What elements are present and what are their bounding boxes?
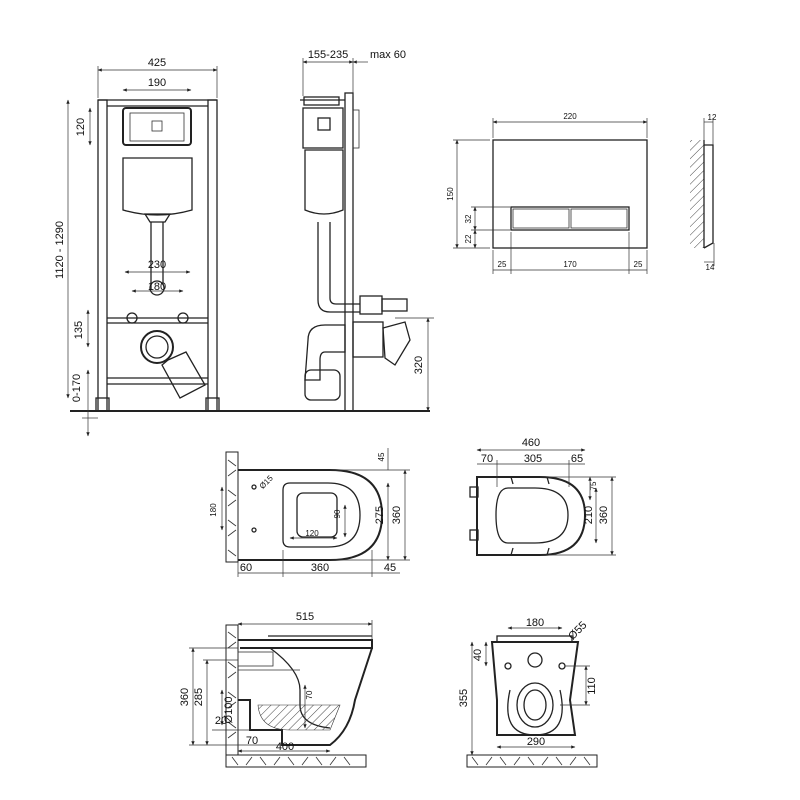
dim-top-offset: 120	[75, 118, 87, 136]
dim-bolt-spacing: 180	[209, 503, 218, 517]
dim-bowl-height: 360	[179, 688, 191, 706]
dim-bowl-overall-length: 515	[296, 611, 314, 623]
dim-rear-height: 355	[458, 689, 470, 707]
flush-plate-side	[703, 144, 714, 249]
dim-wall-offset: 60	[240, 562, 252, 574]
floor-section-rear	[466, 754, 598, 768]
dim-plate-width: 220	[563, 112, 577, 121]
dim-outlet-offset: 70	[246, 735, 258, 747]
dim-seat-top-offset: 75	[589, 481, 598, 490]
dim-outlet-diameter: Ø100	[223, 697, 235, 724]
dim-rear-outlet-height: 110	[586, 677, 598, 695]
dim-seat-overall-width: 360	[598, 506, 610, 524]
dim-inner-width: 90	[333, 509, 342, 518]
bowl-side-view: 515 360 285 Ø100 70 20 70 400	[179, 611, 373, 768]
dim-frame-depth: 155-235	[308, 49, 348, 61]
dim-margin-right: 25	[634, 260, 643, 269]
dim-plate-thickness-bottom: 14	[706, 263, 715, 272]
flush-buttons	[510, 206, 630, 231]
dim-plate-height: 150	[446, 187, 455, 201]
dim-frame-width: 425	[148, 57, 166, 69]
cistern-side	[304, 149, 344, 215]
dim-seat-length: 460	[522, 437, 540, 449]
seat-outline	[476, 476, 587, 556]
bowl-top-inner	[282, 482, 361, 548]
dim-inner-length: 275	[374, 506, 386, 524]
dim-rear-inlet-diameter: Ø55	[566, 619, 589, 642]
dim-outlet-bottom: 20	[215, 715, 227, 727]
dim-wall-gap: max 60	[370, 49, 406, 61]
frame-right-post	[207, 99, 218, 412]
dim-outlet-spacing: 180	[148, 281, 166, 293]
dim-inner-offset: 120	[305, 529, 319, 538]
dim-seat-hinge-span: 305	[524, 453, 542, 465]
seat-opening	[495, 487, 569, 544]
dim-button-bottom: 22	[464, 234, 473, 243]
dim-button-width: 170	[563, 260, 577, 269]
bowl-side-outline	[238, 647, 373, 746]
inlet-pipe	[149, 280, 165, 296]
dim-bowl-length: 360	[311, 562, 329, 574]
floor-section	[225, 754, 367, 768]
dim-outlet-height-side: 70	[305, 690, 314, 699]
dim-base-length: 400	[276, 741, 294, 753]
flush-plate-view: 220 150 32 22 25 170 25 12 14	[446, 112, 717, 274]
frame-front-view: 425 190 120 1120 - 1290 230 180 135 0-17…	[54, 57, 430, 437]
dim-panel-width: 190	[148, 77, 166, 89]
bowl-rear-outline	[490, 641, 580, 736]
dim-seat-left-offset: 70	[481, 453, 493, 465]
frame-left-post	[97, 99, 108, 412]
dim-hole-diameter: Ø15	[258, 473, 275, 490]
bowl-top-view: Ø15 180 90 120 275 360 45 60 360 45	[209, 448, 410, 577]
dim-rim-offset: 45	[384, 562, 396, 574]
dim-rear-base-width: 290	[527, 736, 545, 748]
cistern	[122, 157, 193, 216]
flush-panel-opening	[122, 107, 192, 146]
dim-frame-height: 1120 - 1290	[54, 221, 66, 279]
dim-button-height: 32	[464, 214, 473, 223]
dim-foot-adjust: 0-170	[71, 374, 83, 402]
flush-plate-outline	[492, 139, 648, 249]
dim-margin-left: 25	[498, 260, 507, 269]
outlet-ring	[140, 330, 174, 364]
dim-rear-bolt-spacing: 180	[526, 617, 544, 629]
seat-side	[238, 639, 373, 649]
dim-plate-thickness-top: 12	[708, 113, 717, 122]
bowl-top-outline	[238, 469, 384, 561]
dim-inlet-height: 285	[193, 688, 205, 706]
dim-outlet-height: 135	[73, 321, 85, 339]
wall-section	[344, 92, 354, 412]
dim-rear-bolt-height: 40	[472, 649, 484, 661]
dim-seat-inner-width: 210	[583, 506, 595, 524]
fixing-bolt-left	[126, 312, 138, 324]
dim-depth-top: 45	[377, 452, 386, 461]
dim-seat-right-offset: 65	[571, 453, 583, 465]
fixing-bolt-right	[177, 312, 189, 324]
outlet-bend-side	[304, 324, 346, 381]
dim-overall-width: 360	[391, 506, 403, 524]
dim-fixing-spacing: 230	[148, 259, 166, 271]
bowl-rear-view: 180 Ø55 40 355 110 290	[458, 617, 598, 768]
seat-top-view: 460 70 305 65 75 210 360	[469, 437, 616, 556]
frame-side-view: 155-235 max 60 320	[300, 49, 434, 412]
dim-drain-height: 320	[413, 356, 425, 374]
outlet-elbow	[161, 351, 206, 399]
bowl-rear-outlet	[516, 682, 554, 728]
